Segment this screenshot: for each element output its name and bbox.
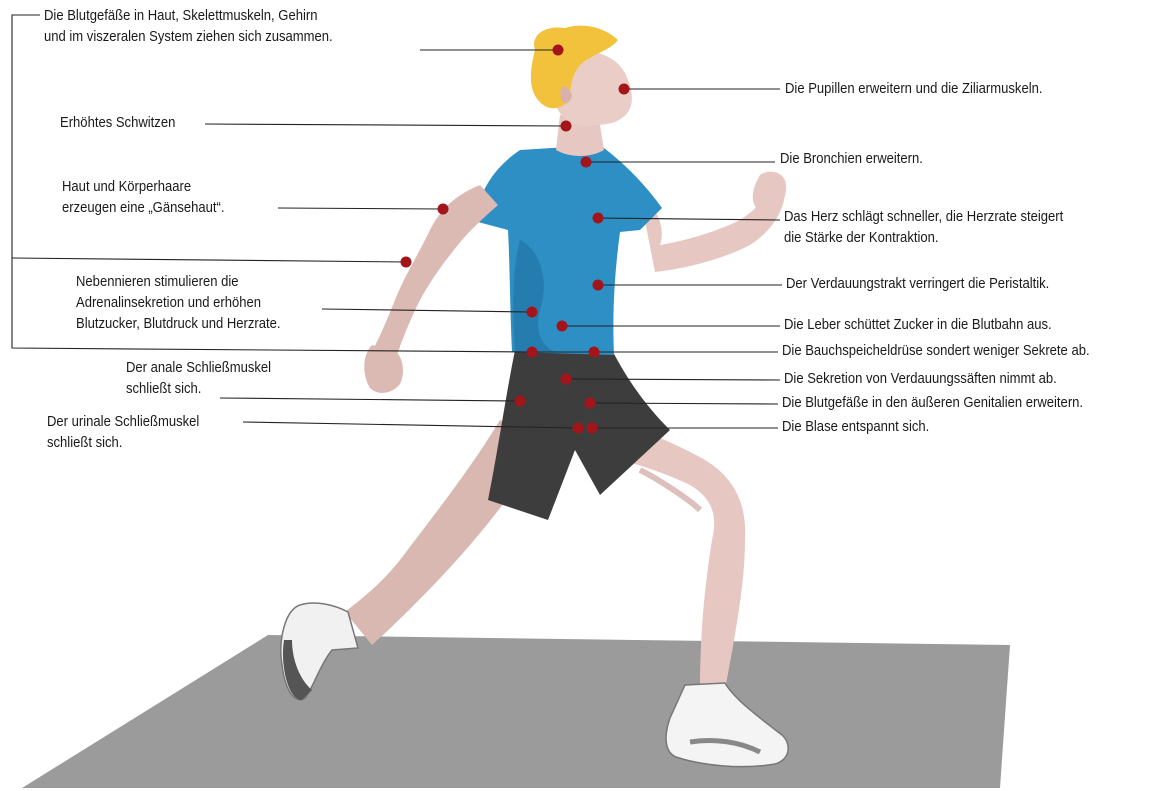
marker-dot bbox=[438, 204, 449, 215]
label-pancreas: Die Bauchspeicheldrüse sondert weniger S… bbox=[782, 341, 1090, 362]
marker-dot bbox=[561, 121, 572, 132]
shorts bbox=[488, 350, 670, 520]
label-sweating: Erhöhtes Schwitzen bbox=[60, 113, 175, 134]
marker-dot bbox=[593, 280, 604, 291]
label-heart: Das Herz schlägt schneller, die Herzrate… bbox=[784, 207, 1063, 249]
label-pupils: Die Pupillen erweitern und die Ziliarmus… bbox=[785, 79, 1042, 100]
marker-dot bbox=[527, 347, 538, 358]
label-digestive: Der Verdauungstrakt verringert die Peris… bbox=[786, 274, 1049, 295]
marker-dot bbox=[553, 45, 564, 56]
marker-dot bbox=[515, 396, 526, 407]
shirt bbox=[478, 145, 662, 355]
label-bronchi: Die Bronchien erweitern. bbox=[780, 149, 923, 170]
leader-arm bbox=[12, 258, 406, 262]
label-digestive-juices: Die Sekretion von Verdauungssäften nimmt… bbox=[784, 369, 1057, 390]
marker-dot bbox=[581, 157, 592, 168]
floor bbox=[22, 635, 1010, 788]
marker-dot bbox=[561, 374, 572, 385]
label-blood-vessels: Die Blutgefäße in Haut, Skelettmuskeln, … bbox=[44, 6, 333, 48]
label-adrenal: Nebennieren stimulieren die Adrenalinsek… bbox=[76, 272, 281, 335]
marker-dot bbox=[401, 257, 412, 268]
marker-dot bbox=[573, 423, 584, 434]
marker-dot bbox=[527, 307, 538, 318]
label-liver: Die Leber schüttet Zucker in die Blutbah… bbox=[784, 315, 1052, 336]
label-urinary-sphincter: Der urinale Schließmuskel schließt sich. bbox=[47, 412, 199, 454]
leader-goosebumps bbox=[278, 208, 443, 209]
label-bladder: Die Blase entspannt sich. bbox=[782, 417, 929, 438]
marker-dot bbox=[557, 321, 568, 332]
marker-dot bbox=[587, 423, 598, 434]
marker-dot bbox=[593, 213, 604, 224]
marker-dot bbox=[585, 398, 596, 409]
marker-dot bbox=[589, 347, 600, 358]
marker-dot bbox=[619, 84, 630, 95]
label-anal-sphincter: Der anale Schließmuskel schließt sich. bbox=[126, 358, 271, 400]
leader-sweating bbox=[205, 124, 566, 126]
label-genitals: Die Blutgefäße in den äußeren Genitalien… bbox=[782, 393, 1083, 414]
label-goosebumps: Haut und Körperhaare erzeugen eine „Gäns… bbox=[62, 177, 225, 219]
rear-arm bbox=[372, 185, 498, 358]
leader-adrenal bbox=[322, 309, 532, 312]
